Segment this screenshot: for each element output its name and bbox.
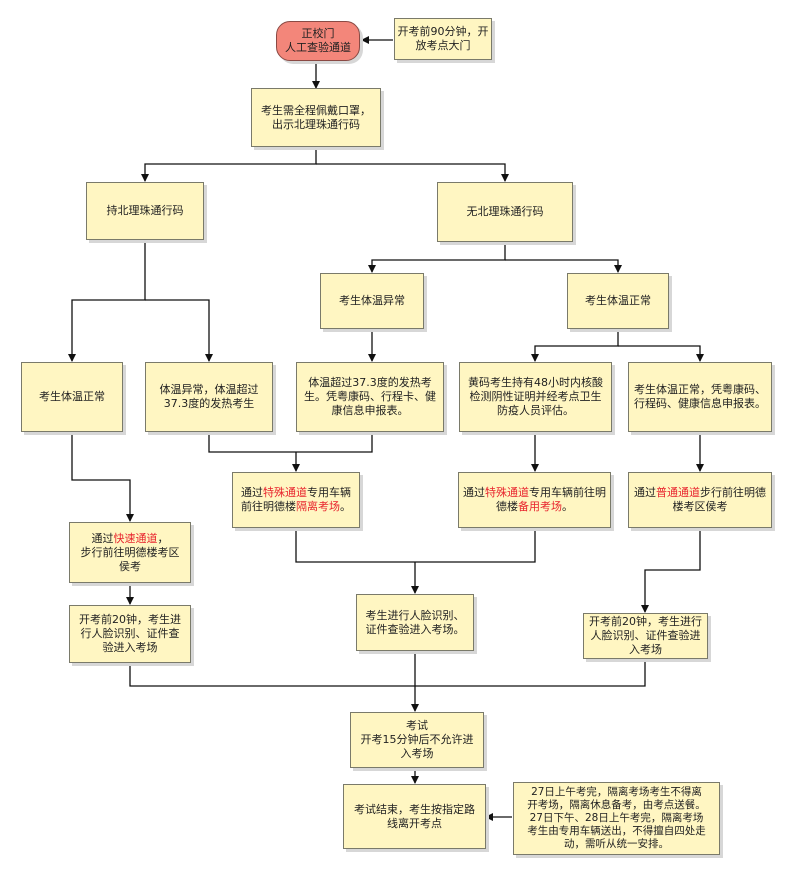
special-iso-highlight-2: 隔离考场 [296,500,340,513]
node-no-code: 无北理珠通行码 [437,182,573,242]
node-normal-lane: 通过普通通道步行前往明德 楼考区侯考 [628,472,772,528]
edge-tempnorm-split-right [618,345,704,362]
node-temp-normal-right: 考生体温正常 [567,273,669,329]
node-fever-b-label: 体温超过37.3度的发热考 生。凭粤康码、行程卡、健 康信息申报表。 [304,376,436,417]
special-iso-text-pre: 通过 [241,486,263,499]
node-open-gate-label: 开考前90分钟，开 放考点大门 [397,25,489,52]
node-pre20-right-label: 开考前20钟，考生进行 人脸识别、证件查验进 入考场 [589,615,702,656]
fast-lane-text-post: ， 步行前往明德楼考区 侯考 [80,531,180,573]
node-fast-lane: 通过快速通道， 步行前往明德楼考区 侯考 [69,522,191,583]
special-backup-text-mid: 专用车辆前往明 德楼 [496,486,606,513]
special-backup-text-pre: 通过 [463,486,485,499]
edge-nocode-split-right [505,259,622,273]
edge-hascode-split-right [145,299,213,362]
fast-lane-text-pre: 通过 [91,531,114,545]
node-face-check: 考生进行人脸识别、 证件查验进入考场。 [356,594,474,651]
node-fever-a: 体温异常，体温超过 37.3度的发热考生 [145,362,273,432]
node-pre20-left-label: 开考前20钟，考生进 行人脸识别、证件查 验进入考场 [79,613,181,654]
edge-tempnorma-to-fast [71,432,134,522]
special-backup-text-post: 。 [562,500,573,513]
node-mask-label: 考生需全程佩戴口罩， 出示北理珠通行码 [261,103,371,131]
node-temp-abnormal-label: 考生体温异常 [339,294,405,307]
node-special-backup: 通过特殊通道专用车辆前往明 德楼备用考场。 [458,472,611,528]
node-temp-normal-left: 考生体温正常 [21,362,123,432]
node-pre20-right: 开考前20钟，考生进行 人脸识别、证件查验进 入考场 [583,613,708,659]
normal-lane-text-pre: 通过 [634,486,656,499]
node-normal-docs: 考生体温正常，凭粤康码、 行程码、健康信息申报表。 [628,362,772,432]
edge-nocode-split-left [368,242,506,273]
node-yellow-code: 黄码考生持有48小时内核酸 检测阴性证明并经考点卫生 防疫人员评估。 [459,362,612,432]
special-backup-highlight: 特殊通道 [485,486,529,499]
special-iso-text-post: 。 [340,500,351,513]
node-exam-end: 考试结束，考生按指定路 线离开考点 [343,784,486,849]
edge-mask-split-right [316,163,509,182]
start-node-label: 正校门 人工查验通道 [285,27,351,54]
node-exam: 考试 开考15分钟后不允许进 入考场 [350,712,484,768]
node-fever-b: 体温超过37.3度的发热考 生。凭粤康码、行程卡、健 康信息申报表。 [296,362,444,432]
special-backup-highlight-2: 备用考场 [518,500,562,513]
edge-tempnorm-split-left [531,329,619,362]
node-temp-normal-left-label: 考生体温正常 [39,390,105,403]
edge-lane-to-pre20b [641,528,701,613]
node-pre20-left: 开考前20钟，考生进 行人脸识别、证件查 验进入考场 [69,605,191,663]
edge-hascode-split-left [68,240,146,362]
fast-lane-highlight: 快速通道 [113,531,158,545]
node-no-code-label: 无北理珠通行码 [466,205,544,218]
node-normal-lane-label: 通过普通通道步行前往明德 楼考区侯考 [634,486,766,514]
edge-fever-merge [208,432,373,453]
special-iso-highlight: 特殊通道 [263,486,307,499]
node-normal-docs-label: 考生体温正常，凭粤康码、 行程码、健康信息申报表。 [634,383,766,410]
node-special-isolation: 通过特殊通道专用车辆 前往明德楼隔离考场。 [232,472,360,528]
node-has-code-label: 持北理珠通行码 [106,204,184,217]
node-face-check-label: 考生进行人脸识别、 证件查验进入考场。 [365,608,465,636]
edge-iso-backup-to-face [295,528,536,563]
node-temp-normal-right-label: 考生体温正常 [585,294,651,307]
node-isolation-notice-label: 27日上午考完，隔离考场考生不得离 开考场，隔离休息备考，由考点送餐。 27日下… [527,786,706,850]
node-temp-abnormal: 考生体温异常 [320,273,424,329]
node-fast-lane-label: 通过快速通道， 步行前往明德楼考区 侯考 [81,532,180,574]
node-has-code: 持北理珠通行码 [86,182,204,240]
special-iso-text-mid: 专用车辆 前往明德楼 [241,486,351,513]
start-node-main-gate: 正校门 人工查验通道 [276,21,360,61]
node-open-gate: 开考前90分钟，开 放考点大门 [394,18,492,60]
node-special-isolation-label: 通过特殊通道专用车辆 前往明德楼隔离考场。 [241,486,351,514]
edge-mask-split-left [141,147,317,182]
normal-lane-text-post: 步行前往明德 楼考区侯考 [672,486,767,513]
node-fever-a-label: 体温异常，体温超过 37.3度的发热考生 [159,383,259,410]
node-mask-requirement: 考生需全程佩戴口罩， 出示北理珠通行码 [251,88,381,147]
node-exam-end-label: 考试结束，考生按指定路 线离开考点 [354,802,475,830]
normal-lane-highlight: 普通通道 [656,486,700,499]
edge-pre20a-merge [129,659,646,687]
node-isolation-notice: 27日上午考完，隔离考场考生不得离 开考场，隔离休息备考，由考点送餐。 27日下… [513,782,720,855]
node-exam-label: 考试 开考15分钟后不允许进 入考场 [360,719,474,760]
node-yellow-code-label: 黄码考生持有48小时内核酸 检测阴性证明并经考点卫生 防疫人员评估。 [468,376,603,417]
node-special-backup-label: 通过特殊通道专用车辆前往明 德楼备用考场。 [463,486,606,514]
